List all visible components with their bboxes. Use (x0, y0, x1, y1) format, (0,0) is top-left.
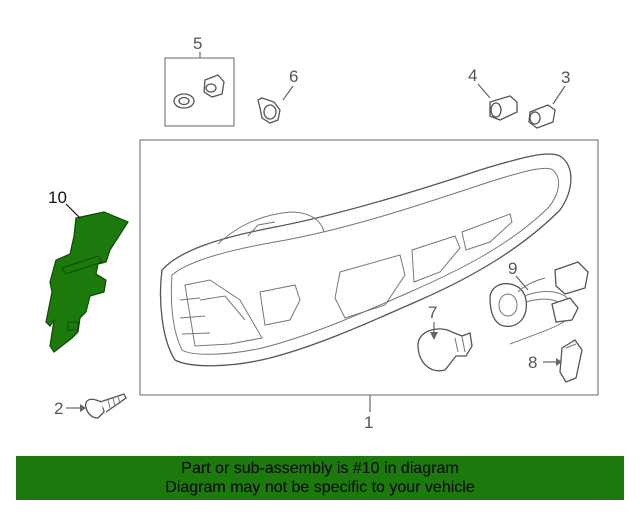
part-8-bracket[interactable] (559, 339, 583, 383)
callout-1: 1 (364, 413, 373, 432)
callout-3: 3 (561, 68, 570, 87)
callout-7: 7 (428, 303, 437, 322)
part-6-clip[interactable] (257, 97, 281, 124)
part-7-bulb[interactable] (417, 328, 473, 372)
part-3-bolt[interactable] (528, 104, 556, 129)
part-9-socket-harness[interactable] (489, 261, 589, 345)
callout-8: 8 (528, 353, 537, 372)
callout-2: 2 (54, 399, 63, 418)
part-10-highlighted-bracket[interactable] (45, 211, 129, 353)
callout-10: 10 (48, 188, 67, 207)
callout-9: 9 (508, 259, 517, 278)
callout-5: 5 (193, 34, 202, 53)
banner-line-2: Diagram may not be specific to your vehi… (165, 479, 475, 496)
callout-6: 6 (289, 67, 298, 86)
part-4-nut[interactable] (489, 95, 518, 121)
part-5-fastener-kit[interactable] (164, 57, 235, 127)
callout-4: 4 (468, 66, 477, 85)
part-1-tail-lamp-assembly[interactable] (139, 139, 599, 396)
parts-diagram: 5 6 4 3 1 (45, 34, 599, 432)
info-banner: Part or sub-assembly is #10 in diagram D… (16, 456, 624, 500)
part-2-screw[interactable] (84, 393, 127, 419)
banner-line-1: Part or sub-assembly is #10 in diagram (181, 460, 459, 477)
